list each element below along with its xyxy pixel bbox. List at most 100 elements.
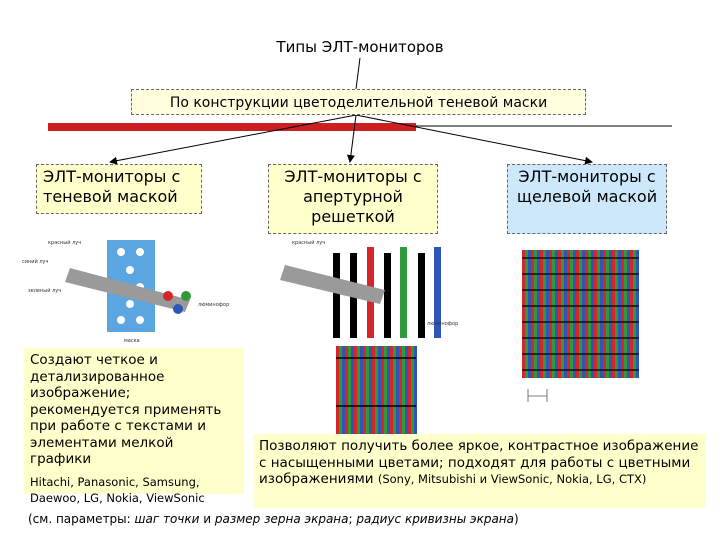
title-connector [355,57,361,90]
label-mask: маска [124,338,140,344]
slot-stripe [555,250,558,378]
note-dot-pitch: шаг точки [134,512,200,526]
phosphor-stripe [354,346,357,436]
phosphor-stripe [378,346,381,436]
slot-stripe [627,250,630,378]
slot-stripe [600,250,603,378]
slot-stripe [606,250,609,378]
phosphor-stripe [414,346,417,436]
phosphor-stripe [357,346,360,436]
classification-criterion: По конструкции цветоделительной теневой … [131,89,586,115]
phosphor-stripe [369,346,372,436]
phosphor-stripe [336,346,339,436]
phosphor-stripe [375,346,378,436]
note-and: и [199,512,215,526]
slot-stripe [591,250,594,378]
slot-stripe [624,250,627,378]
note-separator: ; [348,512,357,526]
slot-stripe [630,250,633,378]
red-bar [48,123,416,131]
phosphor-stripe [399,346,402,436]
slot-stripe [570,250,573,378]
aperture-slot-text: Позволяют получить более яркое, контраст… [259,438,699,487]
phosphor-stripe [411,346,414,436]
phosphor-stripe [342,346,345,436]
slot-stripe [582,250,585,378]
phosphor-stripe [393,346,396,436]
phosphor-stripe [360,346,363,436]
phosphor-stripe [363,346,366,436]
slot-stripe [597,250,600,378]
phosphor-stripe [402,346,405,436]
label-phosphor-2: люминофор [427,321,458,327]
slot-stripe [585,250,588,378]
slot-stripe [534,250,537,378]
phosphor-stripe [381,346,384,436]
phosphor-stripe [366,346,369,436]
type-slot-mask: ЭЛТ-мониторы с щелевой маской [507,164,667,234]
slot-stripe [615,250,618,378]
type-aperture-grille: ЭЛТ-мониторы с апертурной решеткой [268,164,438,234]
slot-stripe [552,250,555,378]
slot-stripe [540,250,543,378]
slot-stripe [603,250,606,378]
arrow-middle [346,114,357,163]
shadow-mask-description: Создают четкое и детализированное изобра… [24,348,244,505]
slot-stripe [528,250,531,378]
slot-stripe [588,250,591,378]
label-green-beam: зеленый луч [28,287,61,294]
slot-stripe [594,250,597,378]
shadow-mask-brands: Hitachi, Panasonic, Samsung, Daewoo, LG,… [30,474,205,506]
phosphor-stripe [345,346,348,436]
phosphor-stripe [348,346,351,436]
slot-stripe [633,250,636,378]
arrow-left [109,114,357,165]
slot-stripe [525,250,528,378]
slot-stripe [576,250,579,378]
label-blue-beam: синий луч [22,258,49,265]
phosphor-stripe [408,346,411,436]
phosphor-stripe [384,346,387,436]
slot-stripe [546,250,549,378]
slot-stripe [579,250,582,378]
slot-stripe [549,250,552,378]
slot-stripe [558,250,561,378]
arrow-right [355,114,593,165]
slot-stripe [537,250,540,378]
note-suffix: ) [514,512,519,526]
shadow-mask-text: Создают четкое и детализированное изобра… [30,352,222,467]
phosphor-stripe [396,346,399,436]
aperture-slot-description: Позволяют получить более яркое, контраст… [253,434,706,508]
slot-stripe [561,250,564,378]
phosphor-stripe [351,346,354,436]
phosphor-stripe [390,346,393,436]
slot-stripe [531,250,534,378]
label-red-beam-2: красный луч [292,239,325,246]
slot-stripe [618,250,621,378]
slot-stripe [609,250,612,378]
slot-stripe [564,250,567,378]
slot-stripe [612,250,615,378]
type-shadow-mask: ЭЛТ-мониторы с теневой маской [36,164,202,214]
note-grain-size: размер зерна экрана [214,512,349,526]
note-prefix: (см. параметры: [28,512,135,526]
note-curvature: радиус кривизны экрана [356,512,514,526]
label-red-beam: красный луч [48,239,81,246]
parameters-note: (см. параметры: шаг точки и размер зерна… [28,512,708,526]
slot-stripe [621,250,624,378]
phosphor-stripe [372,346,375,436]
aperture-slot-brands: (Sony, Mitsubishi и ViewSonic, Nokia, LG… [377,472,647,486]
electron-beams [65,268,190,312]
slot-stripe [573,250,576,378]
slot-stripe [636,250,639,378]
label-phosphor: люминофор [198,302,229,308]
phosphor-stripe [405,346,408,436]
phosphor-stripe [387,346,390,436]
slot-stripe [522,250,525,378]
slot-stripe [543,250,546,378]
slot-stripe [567,250,570,378]
